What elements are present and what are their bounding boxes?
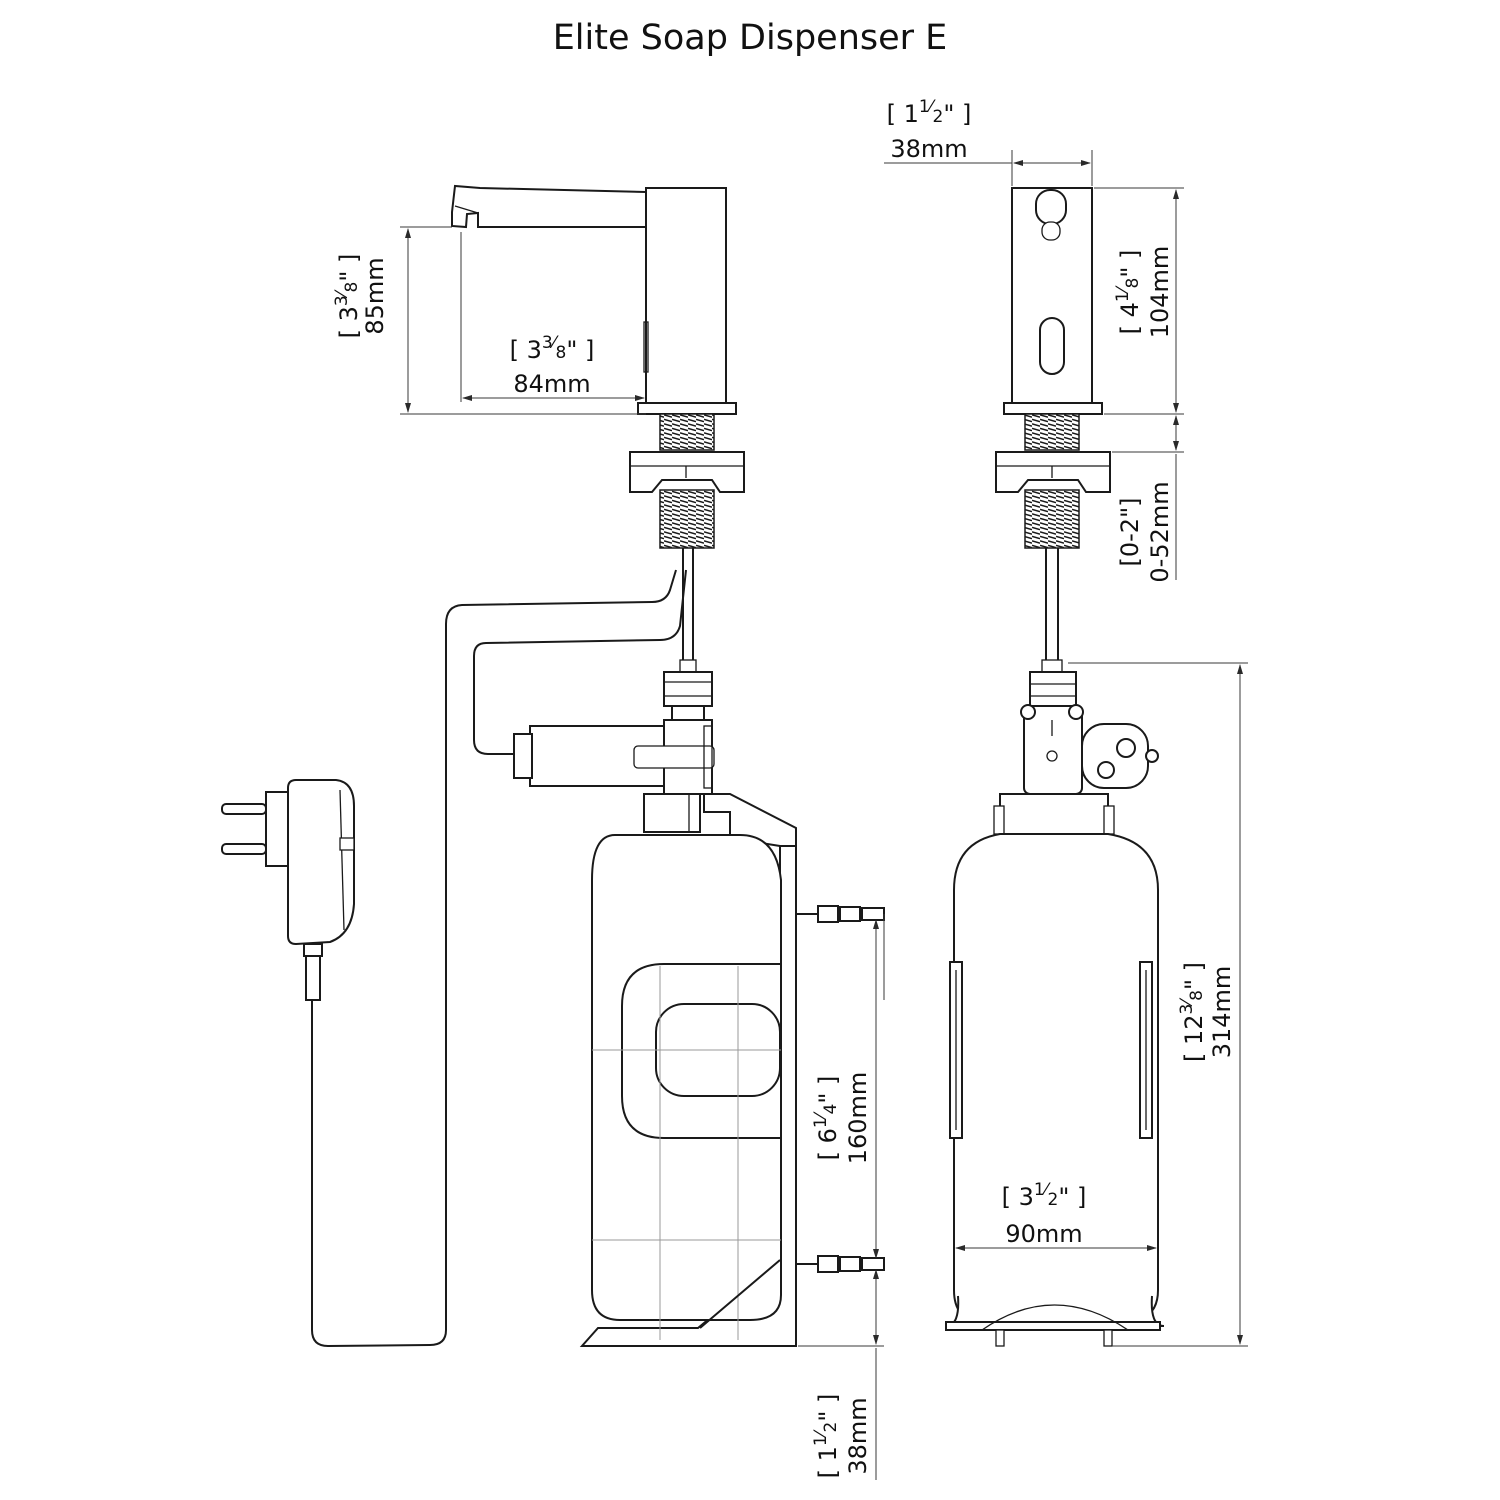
dim-bottle-width-inch: [ 31⁄2" ] (1002, 1180, 1087, 1211)
dim-spout-reach-inch: [ 33⁄8" ] (510, 333, 595, 364)
dim-spout-reach: [ 33⁄8" ] 84mm (510, 333, 595, 398)
dim-bracket-bottom-mm: 38mm (844, 1397, 872, 1474)
front-view-bottle (945, 833, 1165, 1347)
dim-body-width-mm: 38mm (890, 135, 967, 163)
dim-deck-thickness: 0-52mm [0-2"] (1116, 481, 1174, 582)
side-view-bottle (579, 793, 885, 1347)
dim-bracket-height-inch: [ 61⁄4" ] (811, 1076, 842, 1161)
front-view-faucet (995, 187, 1111, 549)
dim-bracket-height: 160mm [ 61⁄4" ] (811, 1072, 872, 1165)
dim-bottle-width-mm: 90mm (1005, 1220, 1082, 1248)
side-view-faucet (451, 184, 745, 549)
dim-body-height-mm: 104mm (1146, 246, 1174, 339)
dim-total-height-inch: [ 123⁄8" ] (1177, 962, 1208, 1062)
dim-bracket-height-mm: 160mm (844, 1072, 872, 1165)
dim-body-width-inch: [ 11⁄2" ] (887, 97, 972, 128)
power-adapter (221, 779, 355, 1330)
dim-spout-reach-mm: 84mm (513, 370, 590, 398)
dim-deck-thickness-mm: 0-52mm (1146, 481, 1174, 582)
side-view-cables (311, 569, 687, 1348)
dim-spout-height-mm: 85mm (361, 257, 389, 334)
dim-spout-height: 85mm [ 33⁄8" ] (332, 254, 389, 339)
dim-bracket-bottom-inch: [ 11⁄2" ] (811, 1394, 842, 1479)
side-view-tube-and-valve (513, 548, 715, 833)
dim-total-height-mm: 314mm (1208, 966, 1236, 1059)
front-view-tube-and-valve (993, 548, 1159, 835)
dim-body-height: 104mm [ 41⁄8" ] (1113, 246, 1174, 339)
dim-deck-thickness-inch: [0-2"] (1116, 498, 1144, 567)
dim-bottle-width: [ 31⁄2" ] 90mm (1002, 1180, 1087, 1248)
dim-total-height: 314mm [ 123⁄8" ] (1177, 962, 1236, 1062)
drawing-title: Elite Soap Dispenser E (552, 18, 948, 58)
dim-bracket-bottom: 38mm [ 11⁄2" ] (811, 1394, 872, 1479)
dim-spout-height-inch: [ 33⁄8" ] (332, 254, 363, 339)
dimension-lines (400, 150, 1248, 1480)
dim-body-width: [ 11⁄2" ] 38mm (887, 97, 972, 163)
dim-body-height-inch: [ 41⁄8" ] (1113, 250, 1144, 335)
